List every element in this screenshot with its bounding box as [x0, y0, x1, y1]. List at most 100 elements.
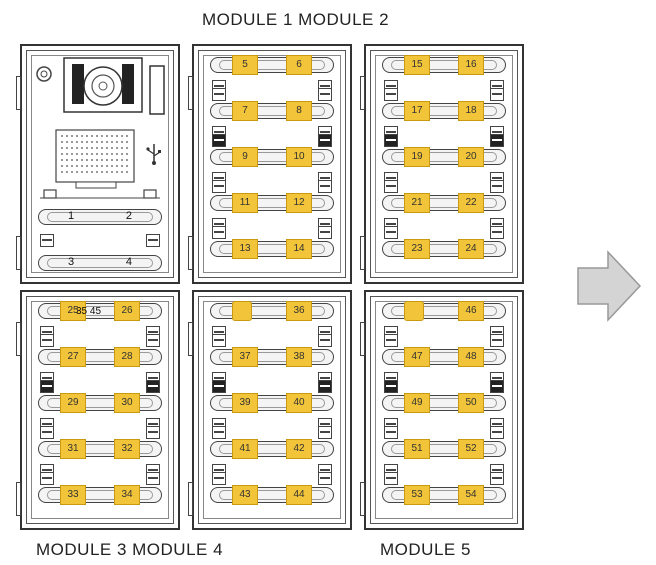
button-number-tag: 28	[114, 347, 140, 367]
button-number-tag: 14	[286, 239, 312, 259]
frame-clip	[188, 482, 193, 516]
button-number-tag: 20	[458, 147, 484, 167]
button-number-tag: 17	[404, 101, 430, 121]
button-row[interactable]: 27 28	[38, 344, 162, 370]
button-number-tag: 41	[232, 439, 258, 459]
button-slot	[212, 226, 226, 239]
button-number-tag: 34	[114, 485, 140, 505]
button-number-tag: 29	[60, 393, 86, 413]
button-row[interactable]: 31 32	[38, 436, 162, 462]
button-bar	[382, 241, 506, 257]
button-bar	[38, 395, 162, 411]
module-note: 35 45	[76, 306, 102, 317]
button-number-tag: 46	[458, 301, 484, 321]
speaker-button-row[interactable]: 1 2	[38, 204, 162, 230]
button-number-tag: 26	[114, 301, 140, 321]
button-bar	[382, 57, 506, 73]
button-bar	[382, 195, 506, 211]
frame-clip	[16, 482, 21, 516]
button-number-tag: 39	[232, 393, 258, 413]
button-slot	[212, 380, 226, 393]
button-slot	[40, 334, 54, 347]
frame-clip	[188, 236, 193, 270]
frame-clip	[188, 76, 193, 110]
button-number-tag: 9	[232, 147, 258, 167]
button-row[interactable]: 39 40	[210, 390, 334, 416]
button-number-tag: 33	[60, 485, 86, 505]
button-bar	[210, 149, 334, 165]
button-number-tag: 40	[286, 393, 312, 413]
button-number-tag: 30	[114, 393, 140, 413]
button-row[interactable]: 36	[210, 298, 334, 324]
frame-clip	[16, 76, 21, 110]
button-slot	[384, 426, 398, 439]
button-bar	[382, 487, 506, 503]
button-row[interactable]: 33 34	[38, 482, 162, 508]
button-slot	[40, 380, 54, 393]
button-bar	[38, 349, 162, 365]
right-arrow-icon	[577, 250, 642, 322]
button-number-tag: 54	[458, 485, 484, 505]
button-number-tag: 53	[404, 485, 430, 505]
speaker-button-label: 4	[125, 256, 132, 268]
button-row[interactable]: 29 30	[38, 390, 162, 416]
button-slot	[318, 380, 332, 393]
button-bar	[210, 441, 334, 457]
speaker-button-row[interactable]: 3 4	[38, 250, 162, 276]
button-number-tag: 23	[404, 239, 430, 259]
button-number-tag: 32	[114, 439, 140, 459]
button-number-tag: 19	[404, 147, 430, 167]
button-number-tag: 31	[60, 439, 86, 459]
button-slot	[384, 134, 398, 147]
caption-bottom-left: MODULE 3 MODULE 4	[36, 540, 224, 559]
button-slot	[40, 234, 54, 247]
speaker-icon	[36, 57, 165, 199]
speaker-button-bar	[38, 255, 162, 271]
button-slot	[40, 426, 54, 439]
button-bar	[210, 349, 334, 365]
button-bar	[210, 57, 334, 73]
button-slot	[384, 472, 398, 485]
button-slot	[384, 226, 398, 239]
button-bar	[382, 395, 506, 411]
frame-clip	[360, 322, 365, 356]
caption-top: MODULE 1 MODULE 2	[202, 10, 390, 29]
button-slot	[146, 472, 160, 485]
button-bar	[210, 103, 334, 119]
button-bar	[382, 149, 506, 165]
button-number-tag: 36	[286, 301, 312, 321]
button-row[interactable]: 46	[382, 298, 506, 324]
button-number-tag: 27	[60, 347, 86, 367]
button-bar	[210, 395, 334, 411]
button-number-tag: 47	[404, 347, 430, 367]
button-number-tag: 11	[232, 193, 258, 213]
button-row[interactable]: 53 54	[382, 482, 506, 508]
frame-clip	[16, 322, 21, 356]
button-slot	[318, 334, 332, 347]
button-number-tag: 52	[458, 439, 484, 459]
